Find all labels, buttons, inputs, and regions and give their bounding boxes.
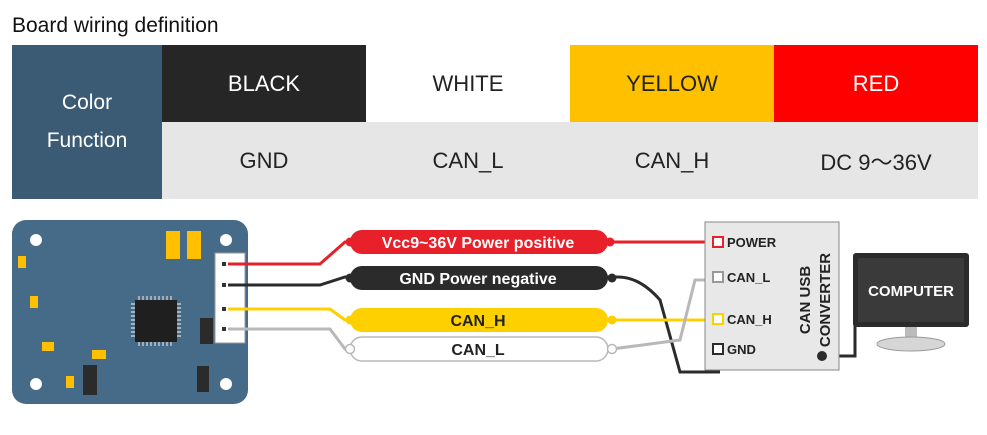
yellow-wire-label: CAN_H (450, 313, 505, 330)
port-canh-label: CAN_H (727, 312, 772, 327)
can-usb-converter: POWER CAN_L CAN_H GND CAN USB CONVERTER (704, 221, 840, 371)
function-cell-black: GND (162, 122, 366, 199)
black-wire-dot (345, 273, 355, 283)
black-wire-capsule (350, 266, 608, 290)
color-cell-red: RED (774, 45, 978, 122)
board (12, 220, 248, 404)
function-cell-yellow: CAN_H (570, 122, 774, 199)
function-cell-red: DC 9～36V (774, 122, 978, 199)
port-canl-pin (712, 271, 724, 283)
computer-label: COMPUTER (868, 283, 954, 300)
board-component (200, 318, 213, 344)
red-wire-dot (345, 237, 355, 247)
black-wire-label: GND Power negative (399, 271, 556, 288)
red-wire-dot (605, 237, 615, 247)
board-body (12, 220, 248, 404)
connector-pin (222, 283, 226, 287)
board-mount-hole (220, 234, 232, 246)
board-mount-hole (30, 378, 42, 390)
red-wire-capsule (350, 230, 608, 254)
converter-body (704, 221, 840, 371)
white-wire-dot (606, 343, 618, 355)
wire-labels: Vcc9~36V Power positive GND Power negati… (344, 230, 618, 362)
monitor-screen (858, 258, 964, 322)
mcu-pins (131, 296, 181, 346)
board-component (18, 256, 26, 268)
function-cell-white: CAN_L (366, 122, 570, 199)
header-function-label: Function (46, 129, 128, 152)
board-component (66, 376, 74, 388)
port-gnd-pin (712, 343, 724, 355)
yellow-wire-dot (607, 315, 617, 325)
board-component (30, 296, 38, 308)
port-power-pin (712, 236, 724, 248)
board-component (83, 365, 97, 395)
red-wire-label: Vcc9~36V Power positive (382, 235, 575, 252)
page-title: Board wiring definition (12, 14, 219, 37)
white-wire-label: CAN_L (451, 342, 505, 359)
port-canl-label: CAN_L (727, 270, 770, 285)
yellow-wire-capsule (350, 308, 608, 332)
port-gnd-label: GND (727, 342, 756, 357)
connector-pin (222, 262, 226, 266)
board-component (166, 231, 180, 259)
converter-title-line2: CONVERTER (817, 253, 834, 347)
monitor-stand (876, 336, 946, 352)
yellow-wire-dot (345, 315, 355, 325)
white-wire-dot (344, 343, 356, 355)
connector-pin (222, 327, 226, 331)
color-cell-yellow: YELLOW (570, 45, 774, 122)
board-component (42, 342, 54, 351)
black-wire-dot (607, 273, 617, 283)
board-component (92, 350, 106, 359)
color-cell-white: WHITE (366, 45, 570, 122)
board-mount-hole (220, 378, 232, 390)
board-component (187, 231, 201, 259)
port-power-label: POWER (727, 235, 777, 250)
table-header-cell: Color Function (12, 45, 162, 199)
converter-title-line1: CAN USB (797, 266, 814, 335)
mcu-chip (135, 300, 177, 342)
usb-port-dot (817, 351, 827, 361)
board-component (197, 366, 209, 392)
board-mount-hole (30, 234, 42, 246)
port-canh-pin (712, 313, 724, 325)
computer: COMPUTER (853, 253, 969, 352)
connector-pin (222, 307, 226, 311)
color-cell-black: BLACK (162, 45, 366, 122)
header-color-label: Color (61, 91, 113, 114)
